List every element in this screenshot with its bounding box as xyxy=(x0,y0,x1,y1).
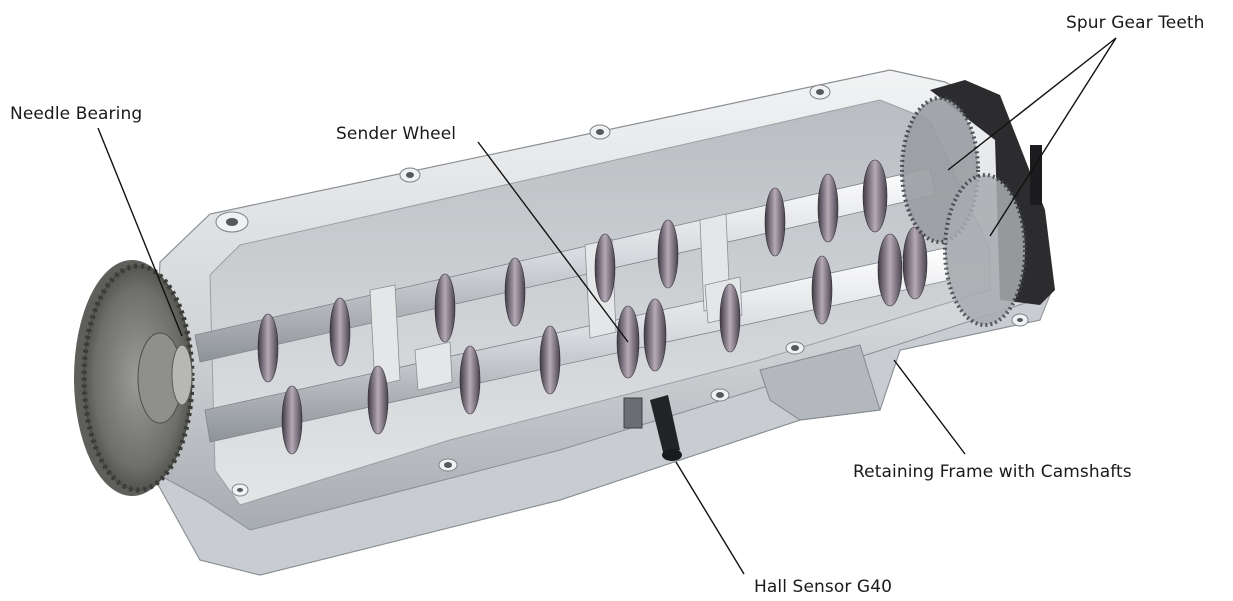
housing-front-wall xyxy=(148,294,1051,576)
label-needle-bearing: Needle Bearing xyxy=(10,104,143,124)
leader-hall-sensor xyxy=(675,461,745,575)
bearing-caps xyxy=(369,213,743,391)
lower-bracket xyxy=(759,344,881,421)
label-sender-wheel: Sender Wheel xyxy=(336,124,457,144)
label-retaining-frame: Retaining Frame with Camshafts xyxy=(853,462,1132,482)
mounting-bosses xyxy=(215,84,1029,497)
leader-sender-wheel xyxy=(477,141,629,343)
leader-needle-bearing xyxy=(97,127,183,337)
label-hall-sensor: Hall Sensor G40 xyxy=(754,577,893,597)
leader-lines xyxy=(97,37,1117,575)
cover-bracket xyxy=(1030,145,1042,205)
leader-spur-gear-2 xyxy=(989,37,1117,237)
label-spur-gear-teeth: Spur Gear Teeth xyxy=(1066,13,1205,33)
leader-retaining-frame xyxy=(893,359,966,455)
boss-holes xyxy=(226,89,1023,492)
cam-lobes-lower xyxy=(281,226,928,455)
spur-gear-lower xyxy=(943,173,1027,327)
timing-gear xyxy=(74,260,195,496)
camshafts xyxy=(194,159,951,455)
leader-spur-gear-1 xyxy=(947,37,1117,171)
hall-sensor-part xyxy=(623,395,682,461)
cam-lobes-upper xyxy=(257,159,888,383)
